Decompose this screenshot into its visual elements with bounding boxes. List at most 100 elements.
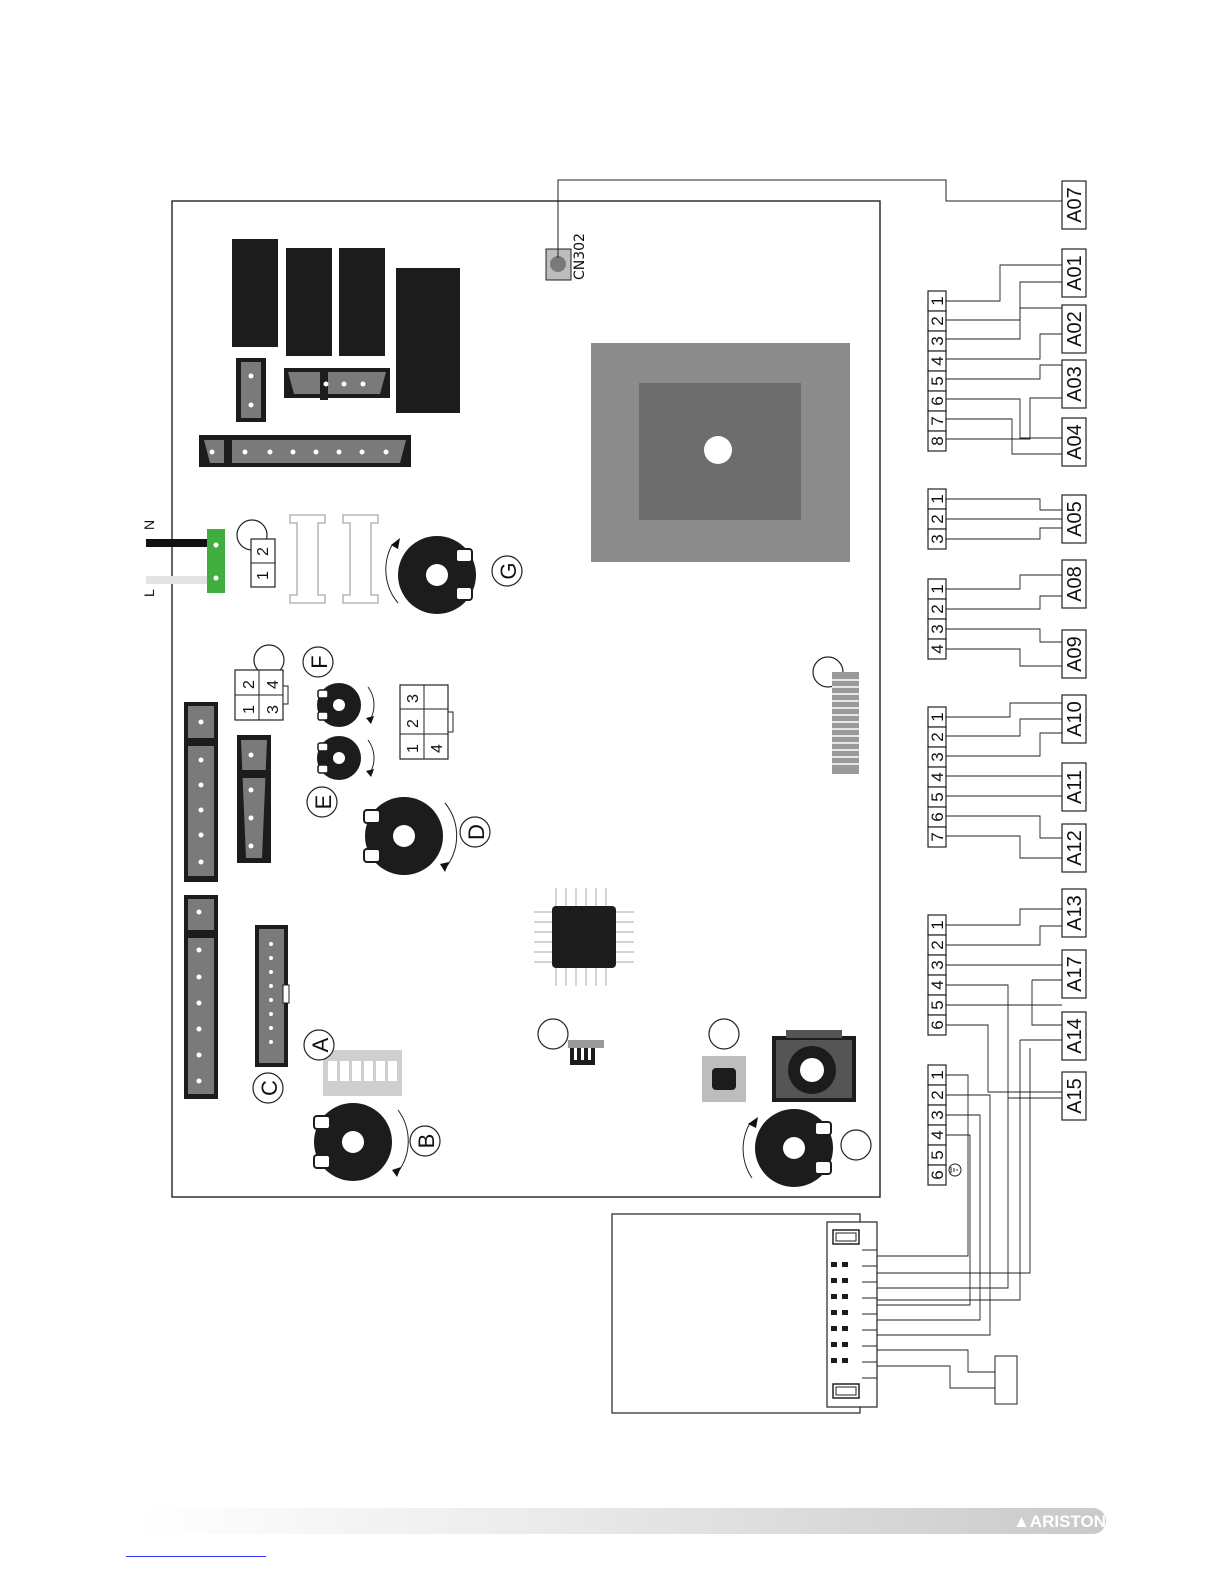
svg-text:2: 2	[405, 719, 422, 728]
terminal-block-a05: 123	[928, 489, 947, 549]
wire-label-a08: A08	[1062, 560, 1086, 608]
connector-3pin	[284, 368, 390, 400]
wire-label-text: A01	[1064, 255, 1086, 291]
terminal-block-a10-a12: 1234567	[928, 707, 947, 847]
terminal-pin-number: 4	[928, 644, 947, 653]
terminal-pin-number: 1	[928, 584, 947, 593]
transformer	[591, 343, 850, 562]
terminal-pin-number: 4	[928, 356, 947, 365]
terminal-pin-number: 4	[928, 1130, 947, 1139]
footer-underline	[126, 1556, 266, 1557]
footer-bar	[140, 1508, 1106, 1534]
live-label: L	[141, 589, 157, 597]
connector-f-block: 1 2 3 4	[235, 670, 288, 720]
svg-text:E: E	[311, 795, 336, 810]
svg-text:1: 1	[405, 744, 422, 753]
connector-e-block: 1 2 3 4	[400, 685, 453, 759]
wire-label-a07: A07	[1062, 181, 1086, 229]
label-e: E	[307, 787, 337, 817]
terminal-pin-number: 1	[928, 712, 947, 721]
label-g: G	[492, 556, 522, 586]
neutral-label: N	[141, 520, 157, 530]
terminal-block-a08-a09: 1 2 3 4	[928, 579, 947, 659]
wire-label-text: A17	[1064, 956, 1086, 992]
terminal-pin-number: 3	[928, 336, 947, 345]
reset-button	[702, 1056, 746, 1102]
svg-text:3: 3	[405, 694, 422, 703]
svg-text:2: 2	[255, 547, 272, 556]
label-a: A	[304, 1030, 334, 1060]
cn302-label: CN302	[572, 233, 588, 280]
wire-label-text: A13	[1064, 895, 1086, 931]
wire-label-text: A03	[1064, 366, 1086, 402]
svg-text:2: 2	[241, 680, 258, 689]
terminal-pin-number: 2	[928, 1090, 947, 1099]
terminal-pin-number: 3	[928, 960, 947, 969]
terminal-pin-number: 4	[928, 980, 947, 989]
terminal-pin-number: 6	[928, 1020, 947, 1029]
terminal-pin-number: 3	[928, 534, 947, 543]
svg-text:D: D	[464, 824, 489, 840]
marker-circle	[841, 1130, 871, 1160]
terminal-pin-number: 6	[928, 396, 947, 405]
wire-label-a14: A14	[1062, 1012, 1086, 1060]
terminal-pin-number: 3	[928, 752, 947, 761]
terminal-pin-number: 2	[928, 604, 947, 613]
terminal-pin-number: 5	[928, 1000, 947, 1009]
terminal-pin-number: 8	[928, 436, 947, 445]
svg-text:3: 3	[265, 705, 282, 714]
svg-text:B: B	[414, 1134, 439, 1149]
wire-label-a12: A12	[1062, 824, 1086, 872]
terminal-pin-number: 6	[928, 812, 947, 821]
terminal-pin-number: 1	[928, 920, 947, 929]
svg-text:G: G	[496, 562, 521, 579]
terminal-pin-number: 1	[928, 296, 947, 305]
earth-icon	[949, 1164, 961, 1176]
terminal-pin-number: 3	[928, 1110, 947, 1119]
svg-text:1: 1	[255, 571, 272, 580]
wire-label-a03: A03	[1062, 360, 1086, 408]
terminal-pin-number: 2	[928, 940, 947, 949]
wire-label-a05: A05	[1062, 495, 1086, 543]
wire-label-text: A11	[1064, 770, 1086, 804]
connector-mid-upper	[237, 735, 271, 863]
label-d: D	[460, 817, 490, 847]
wire-label-a04: A04	[1062, 418, 1086, 466]
connector-9pin	[199, 435, 411, 467]
wire-label-a10: A10	[1062, 695, 1086, 743]
terminal-pin-number: 7	[928, 416, 947, 425]
display-connector	[832, 672, 859, 774]
wire-label-text: A07	[1064, 187, 1086, 223]
wire-label-a15: A15	[1062, 1072, 1086, 1120]
dip-switch	[323, 1050, 402, 1096]
wire-label-text: A15	[1064, 1078, 1086, 1114]
terminal-pin-number: 3	[928, 624, 947, 633]
power-pin-block: 1 2	[251, 539, 275, 587]
wire-label-a02: A02	[1062, 305, 1086, 353]
terminal-pin-number: 1	[928, 1070, 947, 1079]
wire-label-text: A09	[1064, 636, 1086, 672]
wire-label-text: A04	[1064, 424, 1086, 460]
wire-label-text: A14	[1064, 1018, 1086, 1054]
terminal-pin-number: 5	[928, 1150, 947, 1159]
svg-text:F: F	[307, 655, 332, 668]
jack-socket	[772, 1030, 856, 1102]
terminal-pin-number: 5	[928, 792, 947, 801]
wire-label-a11: A11	[1062, 763, 1086, 811]
terminal-pin-number: 5	[928, 376, 947, 385]
connector-left-upper	[184, 702, 218, 882]
wire-label-text: A10	[1064, 701, 1086, 737]
marker-circle	[538, 1019, 568, 1049]
wire-label-text: A08	[1064, 566, 1086, 602]
connector-2pin	[236, 358, 266, 422]
svg-text:1: 1	[241, 705, 258, 714]
wire-label-text: A05	[1064, 501, 1086, 537]
label-b: B	[410, 1126, 440, 1156]
svg-text:A: A	[308, 1037, 333, 1052]
wire-label-a09: A09	[1062, 630, 1086, 678]
svg-text:4: 4	[429, 744, 446, 753]
wire-label-group: A07A01A02A03A04A05A08A09A10A11A12A13A17A…	[1062, 181, 1086, 1120]
